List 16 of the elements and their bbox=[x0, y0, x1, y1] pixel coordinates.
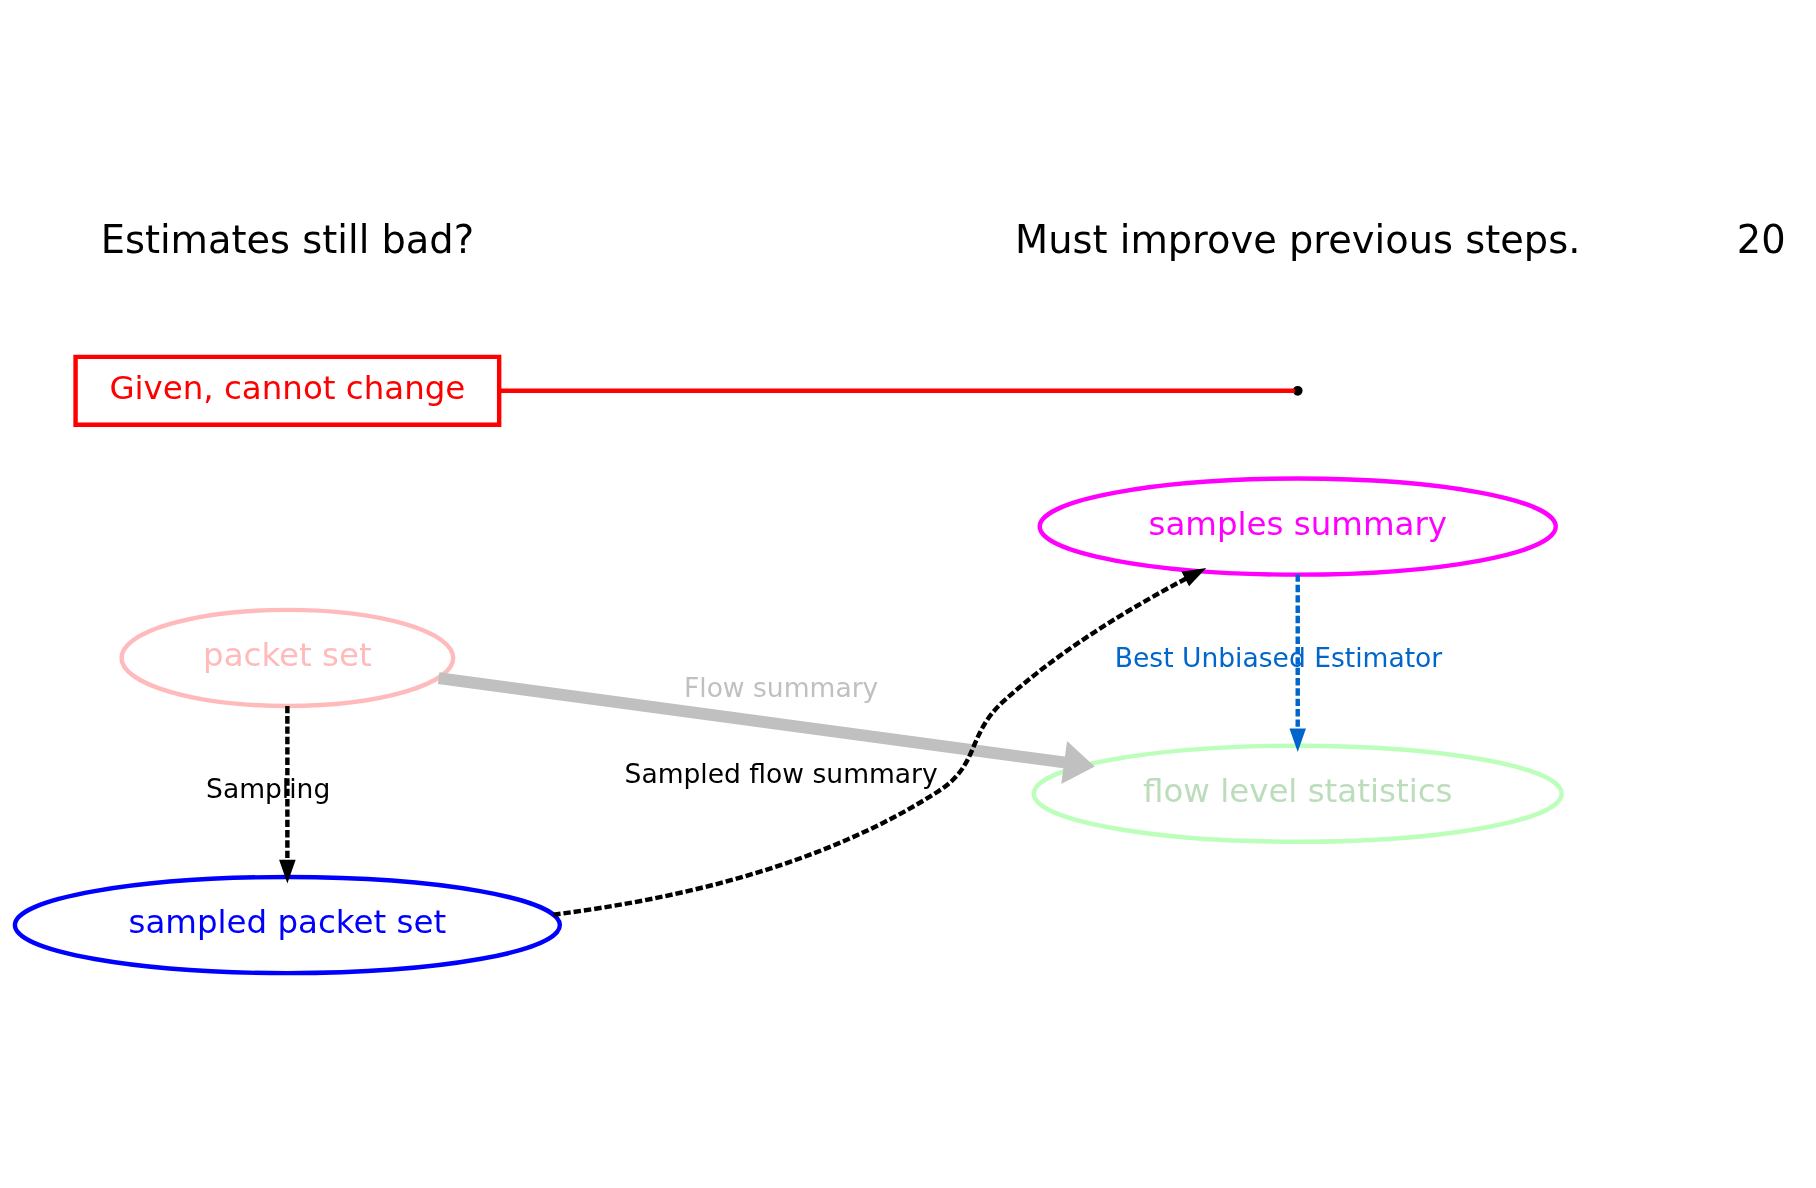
arrow bbox=[437, 671, 1095, 784]
arrow bbox=[553, 567, 1207, 917]
arrow bbox=[279, 705, 296, 883]
label: Must improve previous steps. bbox=[1015, 216, 1581, 262]
edge-label: Best Unbiased Estimator bbox=[1114, 641, 1443, 673]
edge-label: Flow summary bbox=[684, 671, 879, 703]
edge-label: Sampled flow summary bbox=[624, 757, 938, 789]
edge-label: Sampling bbox=[206, 772, 331, 804]
label: 20 bbox=[1736, 216, 1786, 262]
arrow bbox=[1289, 574, 1306, 752]
connector bbox=[499, 388, 1295, 393]
node-ellipse: samples summary bbox=[1037, 475, 1558, 577]
node-ellipse: sampled packet set bbox=[12, 874, 563, 975]
label: Estimates still bad? bbox=[100, 216, 475, 262]
node-box: Given, cannot change bbox=[73, 354, 502, 427]
node-ellipse: packet set bbox=[119, 607, 456, 708]
